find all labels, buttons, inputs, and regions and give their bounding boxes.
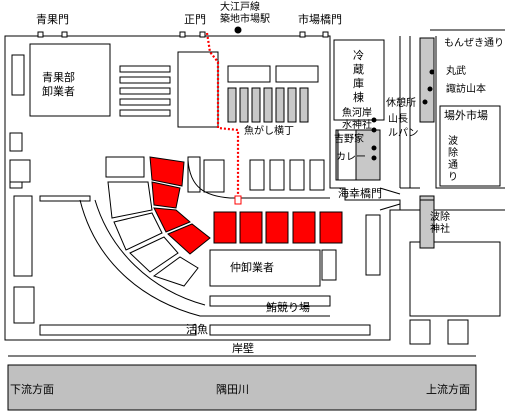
market-boundary — [4, 35, 401, 341]
outside-roads — [399, 29, 505, 345]
karyu-label: 下流方面 — [10, 383, 54, 396]
maguro-seri-label: 鮪競り場 — [266, 301, 310, 314]
jogai-label: 場外市場 — [444, 109, 488, 122]
kaikou-bridge — [379, 187, 420, 211]
gate-posts — [37, 31, 329, 38]
highlighted-stalls — [149, 156, 343, 255]
nakaoroshi-label: 仲卸業者 — [230, 261, 274, 274]
uogashi-yokocho-label: 魚がし横丁 — [244, 126, 294, 137]
sumida-river — [7, 364, 477, 411]
seika-buildings — [9, 43, 111, 324]
gate-seika-label: 青果門 — [36, 13, 69, 26]
station-marker — [234, 26, 242, 34]
station-line2: 築地市場駅 — [220, 14, 270, 25]
namiyoke-dori-3: 通 — [448, 160, 458, 171]
uogashi-suijin-2: 水神社 — [342, 120, 372, 131]
reizo-label-3: 庫 — [353, 77, 364, 90]
suwayama-label: 諏訪山本 — [446, 84, 486, 95]
shop-dots — [371, 69, 435, 161]
curry-label: カレー — [336, 152, 366, 163]
sumida-label: 隅田川 — [216, 383, 249, 396]
namiyoke-dori-1: 波 — [448, 136, 458, 147]
ganpeki-label: 岸壁 — [232, 342, 254, 355]
namiyoke-dori-2: 除 — [448, 148, 458, 159]
yamacho-label: 山長 — [388, 114, 408, 125]
namiyoke-dori-4: り — [448, 172, 458, 183]
joryu-label: 上流方面 — [426, 383, 470, 396]
uogashi-yokocho-shops — [227, 87, 309, 123]
reizo-building — [333, 39, 385, 121]
walking-route — [205, 32, 240, 198]
namiyoke-jinja-1: 波除 — [430, 212, 450, 223]
marutake-label: 丸武 — [446, 66, 466, 77]
seika-label-1: 青果部 — [42, 71, 75, 84]
yoshinoya-label: 吉野家 — [334, 134, 364, 145]
nakaoroshi-buildings — [39, 156, 381, 336]
monzeki-label: もんぜき通り — [444, 38, 504, 49]
reizo-label-1: 冷 — [353, 49, 364, 62]
seika-label-2: 卸業者 — [42, 85, 75, 98]
station-line1: 大江戸線 — [220, 2, 260, 13]
uogashi-suijin-1: 魚河岸 — [342, 108, 372, 119]
gate-shijo-bashi-label: 市場橋門 — [298, 13, 342, 26]
namiyoke-jinja-2: 神社 — [430, 224, 450, 235]
gate-seimon-label: 正門 — [184, 13, 206, 26]
katsugyo-label: 活魚 — [186, 323, 208, 336]
reizo-label-4: 棟 — [353, 91, 364, 104]
kyukeisho-label: 休憩所 — [386, 98, 416, 109]
lupan-label: ルパン — [388, 128, 419, 139]
seika-stripe-buildings — [119, 51, 319, 128]
reizo-label-2: 蔵 — [353, 63, 364, 76]
gate-kaikou-label: 海幸橋門 — [338, 187, 382, 200]
ring-road — [79, 159, 330, 317]
